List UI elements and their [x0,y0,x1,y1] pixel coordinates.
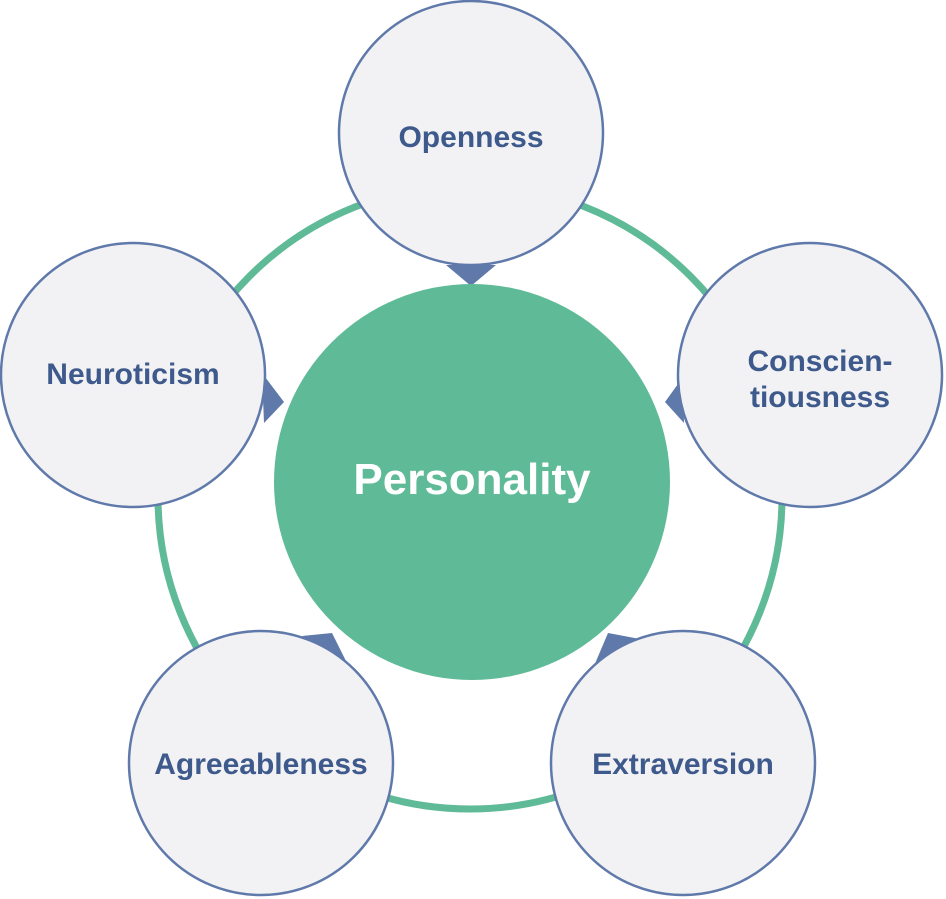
pointer-neuroticism [262,373,284,423]
extraversion-node [549,629,817,897]
agreeableness-label: Agreeableness [154,748,368,781]
personality-label: Personality [353,455,591,504]
extraversion-label: Extraversion [592,748,774,781]
neuroticism-label: Neuroticism [46,358,220,391]
neuroticism-node [0,241,267,509]
pointer-openness [446,265,496,286]
openness-node [337,0,605,267]
openness-label: Openness [398,121,544,154]
conscientiousness-label: Conscien- tiousness [747,345,893,414]
conscientiousness-node [676,241,944,509]
personality-center-circle [274,284,670,680]
agreeableness-node [127,629,395,897]
